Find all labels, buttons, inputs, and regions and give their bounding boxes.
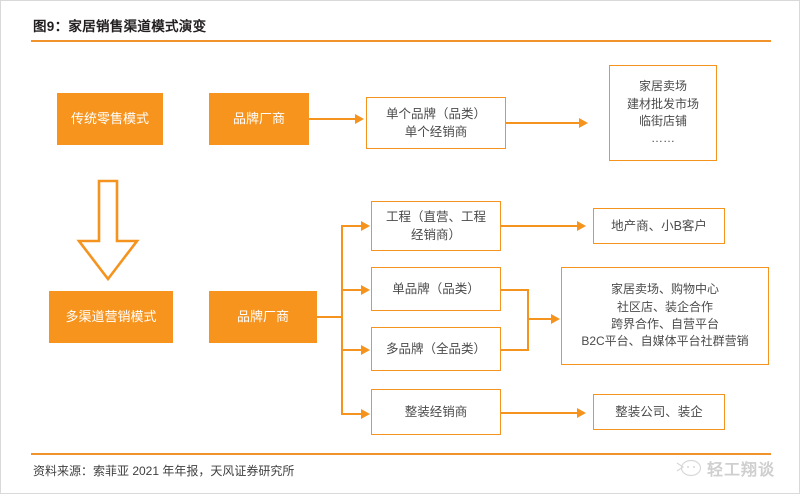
node-traditional-retail-mode: 传统零售模式: [57, 93, 163, 145]
connector-line: [317, 316, 343, 318]
watermark: 轻工翔谈: [676, 456, 775, 480]
node-whole-house-companies: 整装公司、装企: [593, 394, 725, 430]
connector-line: [506, 122, 581, 124]
connector-line: [341, 225, 363, 227]
node-brand-manufacturer-traditional: 品牌厂商: [209, 93, 309, 145]
connector-line: [341, 289, 363, 291]
node-multichannel-marketing-mode: 多渠道营销模式: [49, 291, 173, 343]
title-divider: [31, 40, 771, 42]
connector-arrowhead: [361, 284, 370, 295]
connector-arrowhead: [361, 344, 370, 355]
connector-arrowhead: [361, 220, 370, 231]
figure-title: 图9：家居销售渠道模式演变: [33, 19, 207, 34]
connector-line: [527, 318, 553, 320]
node-real-estate-small-b-customers: 地产商、小B客户: [593, 208, 725, 244]
watermark-text: 轻工翔谈: [706, 462, 775, 479]
connector-line: [501, 289, 529, 291]
connector-arrowhead: [551, 313, 560, 324]
node-brand-manufacturer-multichannel: 品牌厂商: [209, 291, 317, 343]
connector-line: [501, 412, 579, 414]
connector-line: [309, 118, 357, 120]
connector-line: [501, 349, 529, 351]
chat-bubble-icon: [676, 459, 702, 477]
connector-spine: [341, 225, 343, 415]
down-arrow-icon: [75, 179, 141, 283]
connector-line: [527, 289, 529, 351]
node-engineering-channel: 工程（直营、工程 经销商）: [371, 201, 501, 251]
node-multi-brand-all-category: 多品牌（全品类）: [371, 327, 501, 371]
node-whole-house-dealer: 整装经销商: [371, 389, 501, 435]
connector-line: [341, 349, 363, 351]
source-note: 资料来源：索菲亚 2021 年年报，天风证券研究所: [33, 464, 295, 478]
connector-arrowhead: [355, 113, 364, 124]
footer-divider: [31, 453, 771, 455]
connector-line: [341, 413, 363, 415]
connector-arrowhead: [577, 220, 586, 231]
node-single-brand-single-dealer: 单个品牌（品类） 单个经销商: [366, 97, 506, 149]
connector-arrowhead: [579, 117, 588, 128]
node-retail-terminals: 家居卖场、购物中心 社区店、装企合作 跨界合作、自营平台 B2C平台、自媒体平台…: [561, 267, 769, 365]
node-single-brand-category: 单品牌（品类）: [371, 267, 501, 311]
connector-arrowhead: [577, 407, 586, 418]
node-traditional-terminals: 家居卖场 建材批发市场 临街店铺 ……: [609, 65, 717, 161]
connector-arrowhead: [361, 408, 370, 419]
connector-line: [501, 225, 579, 227]
